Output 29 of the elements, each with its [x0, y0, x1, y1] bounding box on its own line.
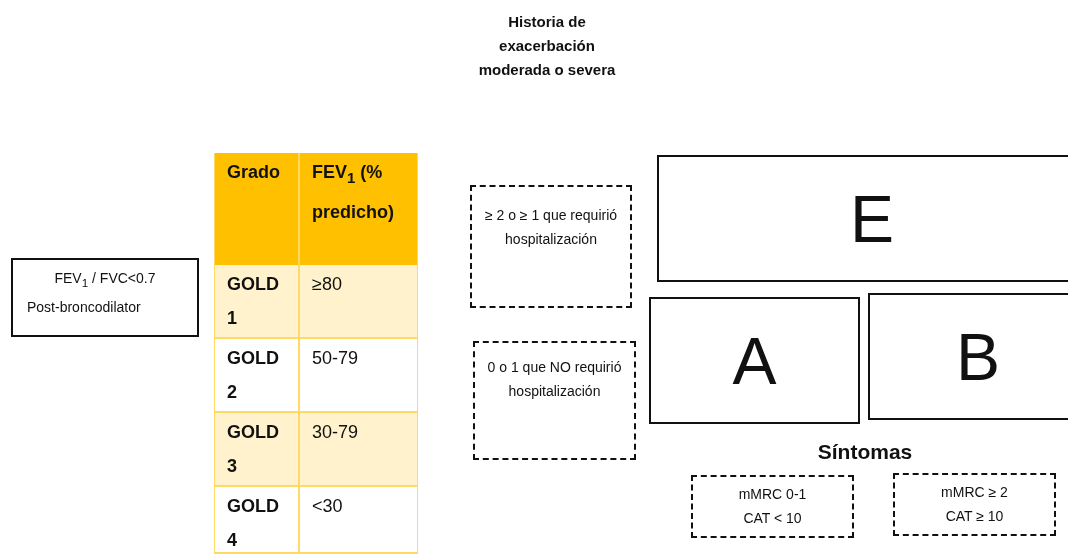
dashed-box: [470, 185, 632, 308]
table-cell: 30-79: [298, 413, 418, 487]
criterion-text: FEV$_{1}$ / FVC<0.7: [54, 269, 156, 291]
table-cell: <30: [298, 487, 418, 554]
criterion-text: Post-broncodilator: [27, 297, 141, 317]
dashed-box: [691, 475, 854, 538]
category-box: [868, 293, 1068, 420]
category-box: [649, 297, 860, 424]
table-cell: GOLD 3: [214, 413, 298, 487]
criterion-text: mMRC 0-1 CAT < 10: [737, 485, 808, 528]
group-letter: E: [850, 185, 894, 252]
category-box: [657, 155, 1068, 282]
dashed-box: [893, 473, 1056, 536]
group-letter: B: [956, 323, 1000, 390]
axis-title: Síntomas: [817, 440, 913, 463]
criterion-text: mMRC ≥ 2 CAT ≥ 10: [940, 483, 1009, 526]
header-cell: Grado: [214, 153, 298, 265]
dashed-box: [473, 341, 636, 460]
table-cell: 50-79: [298, 339, 418, 413]
header-cell: FEV$_{1}$ (% predicho): [298, 153, 418, 265]
group-letter: A: [732, 327, 777, 394]
table-cell: GOLD 2: [214, 339, 298, 413]
table-cell: ≥80: [298, 265, 418, 339]
table-cell: GOLD 1: [214, 265, 298, 339]
axis-title: Historia de exacerbación moderada o severa: [478, 13, 616, 78]
table-cell: GOLD 4: [214, 487, 298, 554]
criterion-text: 0 o 1 que NO requirió hospitalización: [486, 358, 623, 401]
criterion-text: ≥ 2 o ≥ 1 que requirió hospitalización: [483, 206, 619, 249]
category-box: [11, 258, 199, 337]
